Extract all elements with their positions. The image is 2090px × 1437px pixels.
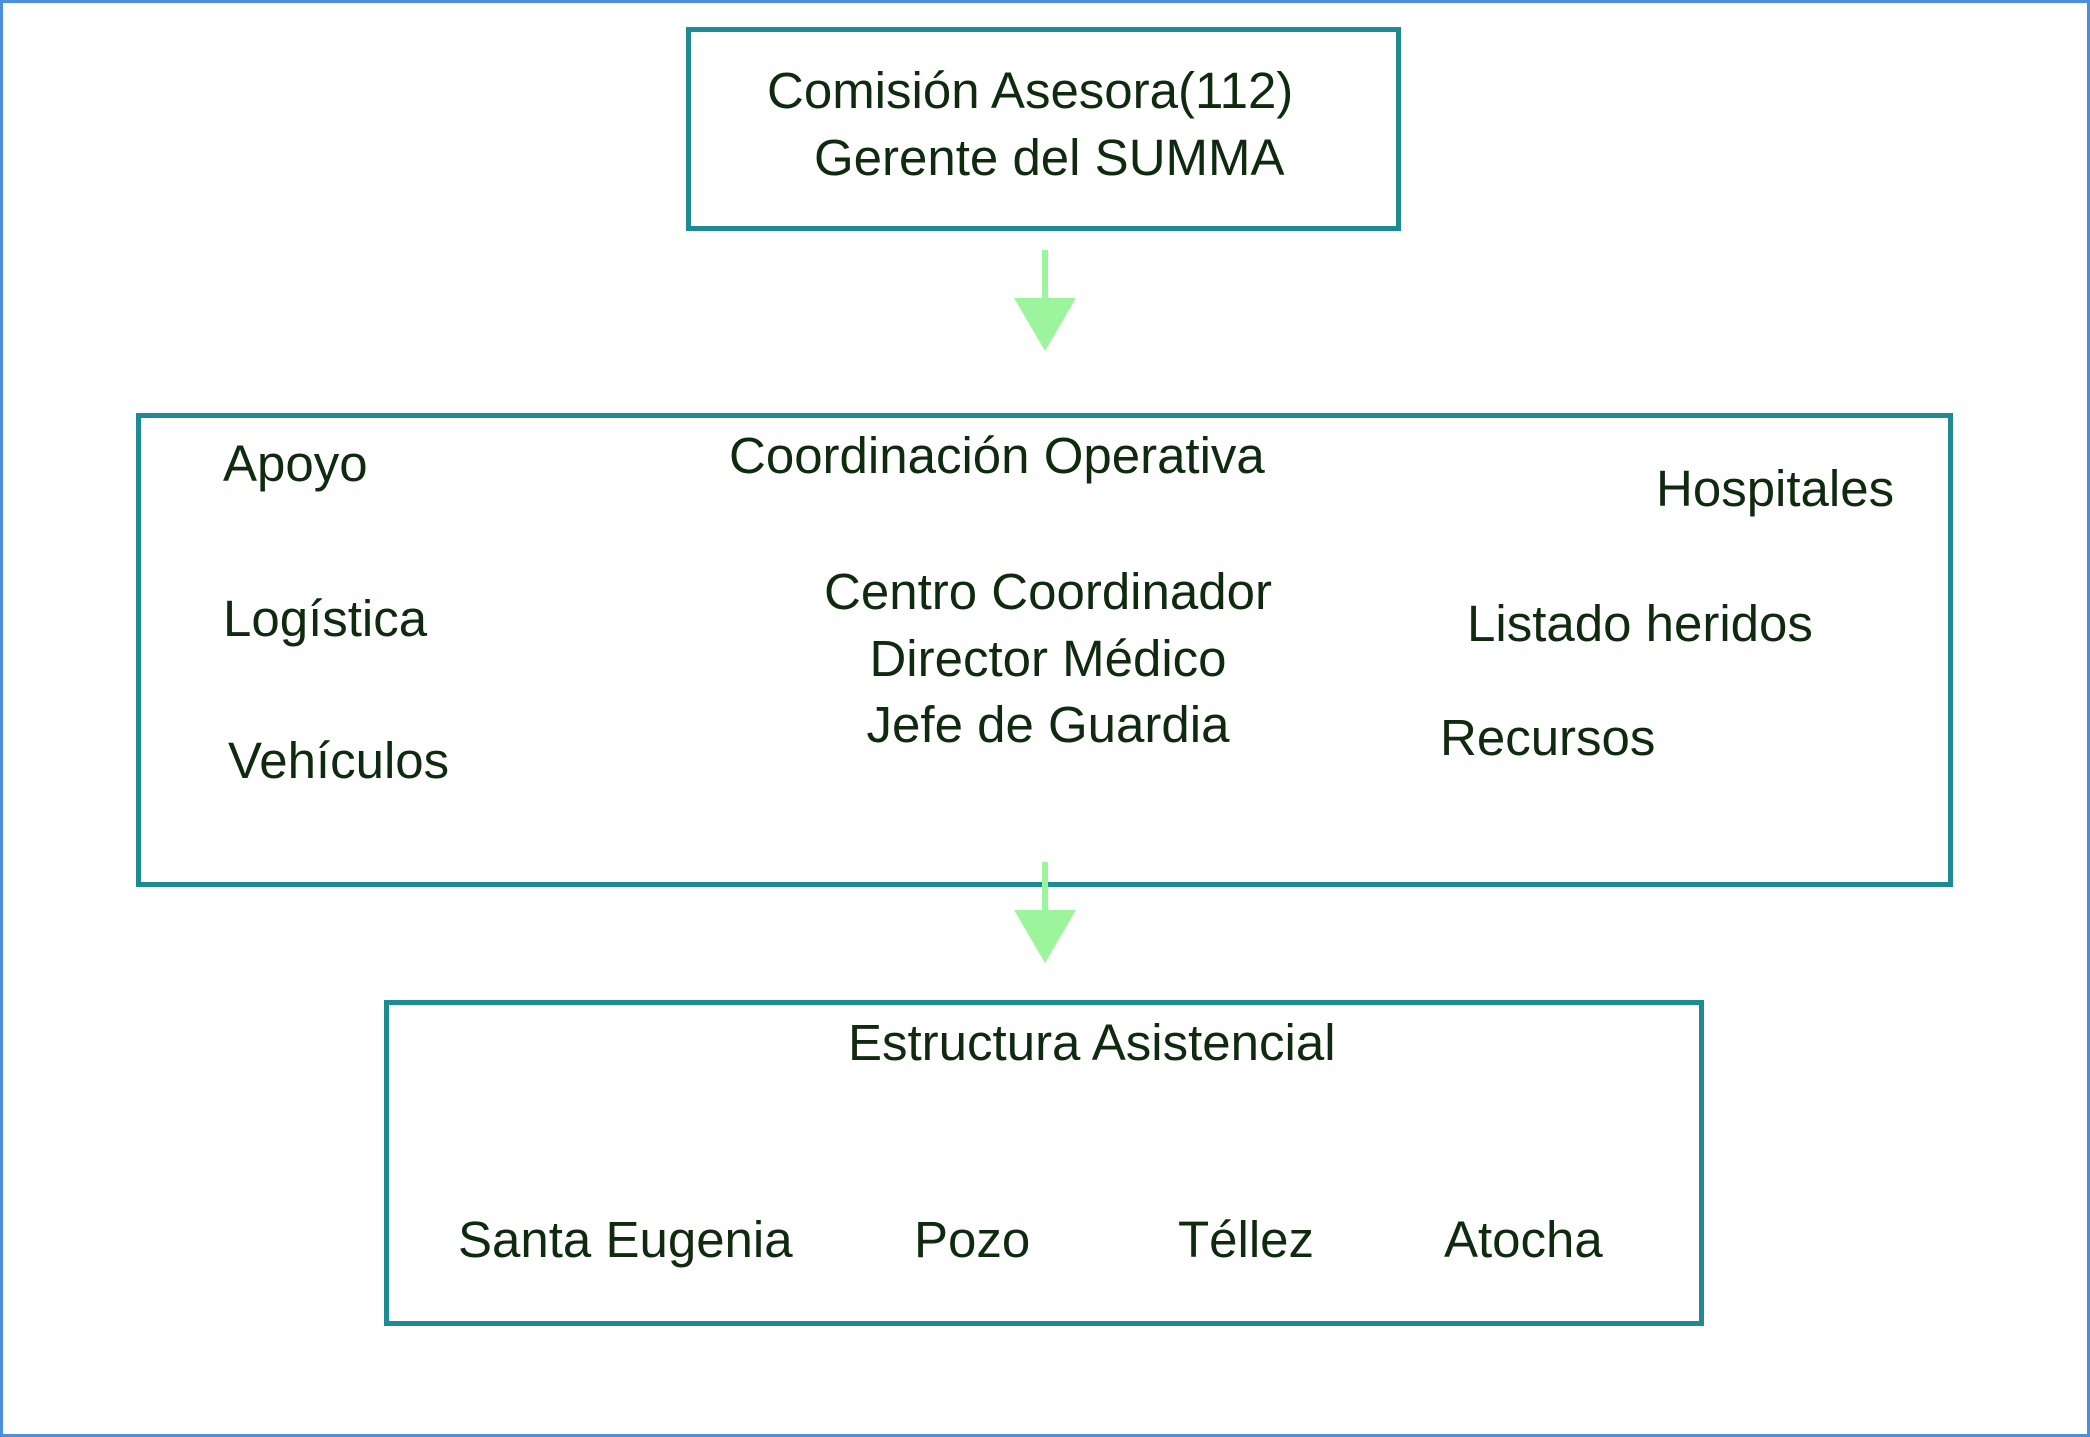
down-arrow-icon bbox=[1014, 862, 1076, 963]
site-tellez: Téllez bbox=[1178, 1211, 1315, 1268]
resources-label: Recursos bbox=[1440, 709, 1656, 766]
care-structure-title: Estructura Asistencial bbox=[848, 1014, 1336, 1071]
support-label: Apoyo bbox=[223, 435, 368, 492]
advisory-commission-label: Comisión Asesora(112) bbox=[767, 62, 1294, 119]
coordination-center-label: Centro Coordinador bbox=[824, 563, 1272, 620]
site-santa-eugenia: Santa Eugenia bbox=[458, 1211, 793, 1268]
care-structure-box bbox=[384, 1000, 1704, 1326]
hospitals-label: Hospitales bbox=[1656, 460, 1895, 517]
vehicles-label: Vehículos bbox=[228, 732, 450, 789]
site-atocha: Atocha bbox=[1444, 1211, 1603, 1268]
shift-chief-label: Jefe de Guardia bbox=[866, 696, 1230, 753]
down-arrow-icon bbox=[1014, 250, 1076, 351]
advisory-commission-box bbox=[686, 27, 1401, 231]
logistics-label: Logística bbox=[223, 590, 428, 647]
medical-director-label: Director Médico bbox=[869, 630, 1227, 687]
injured-list-label: Listado heridos bbox=[1467, 595, 1813, 652]
operational-coordination-title: Coordinación Operativa bbox=[729, 427, 1265, 484]
site-pozo: Pozo bbox=[914, 1211, 1031, 1268]
summa-manager-label: Gerente del SUMMA bbox=[814, 129, 1285, 186]
